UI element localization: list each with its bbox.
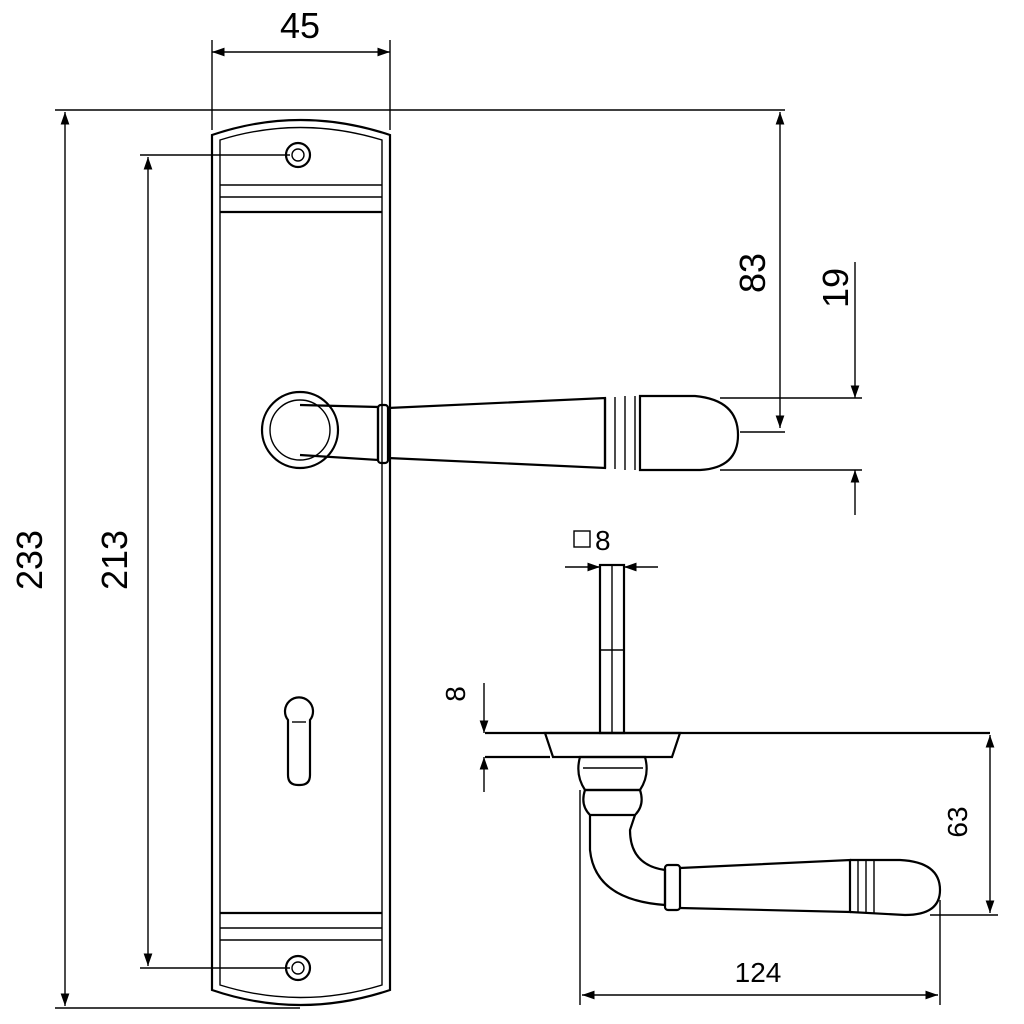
dim-plate-width: 45 — [280, 5, 320, 46]
dim-screw-spacing: 213 — [94, 530, 135, 590]
dim-lever-projection: 63 — [942, 806, 973, 837]
dim-lever-length: 124 — [735, 957, 782, 988]
backplate-front-view — [210, 118, 392, 1007]
dimension-lines — [55, 40, 998, 1009]
lever-front-view — [260, 390, 740, 472]
dim-spindle-square: 8 — [595, 525, 611, 556]
dim-lever-thickness: 19 — [815, 268, 856, 308]
dim-lever-axis: 83 — [732, 253, 773, 293]
keyhole — [283, 696, 315, 787]
dim-total-height: 233 — [9, 530, 50, 590]
dim-plate-thickness: 8 — [440, 686, 471, 702]
side-view — [485, 563, 990, 917]
